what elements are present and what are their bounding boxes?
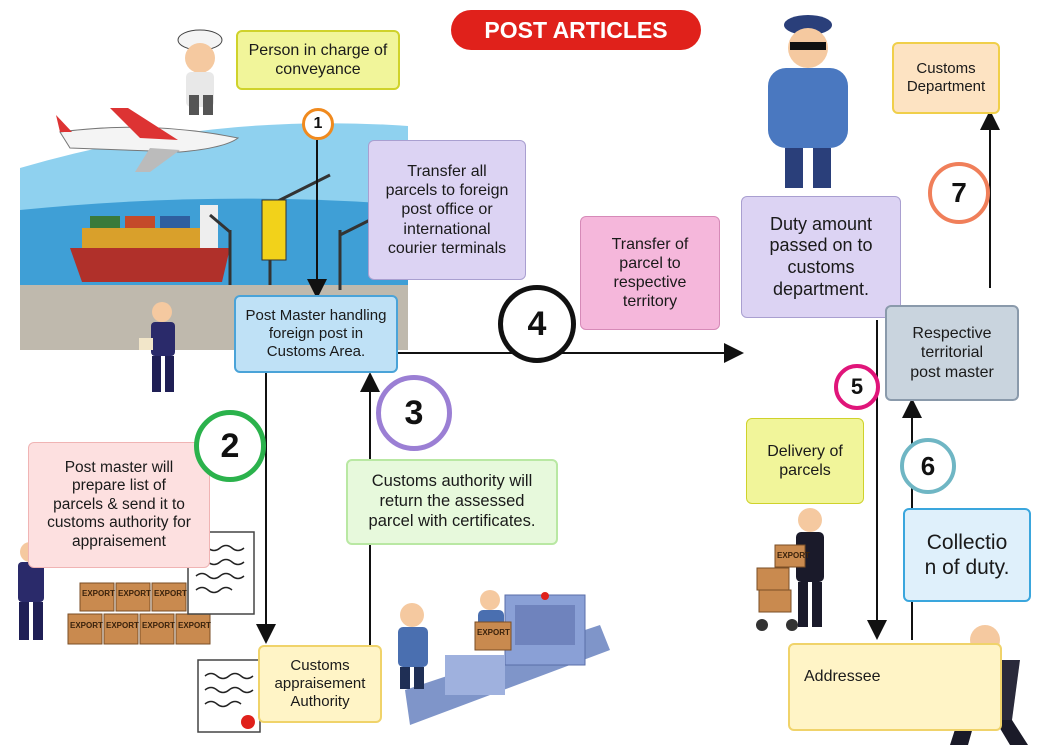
- customs-return-box: Customs authority will return the assess…: [346, 459, 558, 545]
- page-title-text: POST ARTICLES: [484, 16, 668, 43]
- postman-illustration: [139, 302, 175, 392]
- export-label: EXPORT: [154, 589, 187, 598]
- territorial-post-master-label: Respective territorial post master: [910, 325, 994, 381]
- page-title: POST ARTICLES: [451, 10, 701, 50]
- customs-department-box: Customs Department: [892, 42, 1000, 114]
- export-label: EXPORT: [82, 589, 115, 598]
- transfer-parcels-box: Transfer all parcels to foreign post off…: [368, 140, 526, 280]
- pilot-illustration: [177, 29, 223, 115]
- transfer-parcels-label: Transfer all parcels to foreign post off…: [385, 163, 509, 257]
- addressee-label: Addressee: [804, 668, 881, 685]
- export-label: EXPORT: [142, 621, 175, 630]
- cargo-ship-illustration: [70, 205, 230, 282]
- transfer-territory-box: Transfer of parcel to respective territo…: [580, 216, 720, 330]
- duty-amount-label: Duty amount passed on to customs departm…: [769, 213, 873, 299]
- delivery-parcels-label: Delivery of parcels: [767, 442, 843, 479]
- step-1-number: 1: [313, 115, 323, 132]
- step-3-badge: 3: [376, 375, 452, 451]
- airplane-illustration: [56, 108, 240, 172]
- step-6-number: 6: [920, 450, 936, 481]
- territorial-post-master-box: Respective territorial post master: [885, 305, 1019, 401]
- customs-return-label: Customs authority will return the assess…: [368, 472, 536, 530]
- delivery-parcels-box: Delivery of parcels: [746, 418, 864, 504]
- certificate-document-icon: [187, 531, 255, 615]
- customs-appraisement-box: Customs appraisement Authority: [258, 645, 382, 723]
- person-in-charge-label: Person in charge of conveyance: [248, 41, 388, 78]
- police-officer-illustration: [768, 15, 848, 188]
- customs-officers-illustration: [398, 590, 512, 689]
- export-label: EXPORT: [178, 621, 211, 630]
- step-4-number: 4: [527, 304, 547, 343]
- step-7-number: 7: [951, 177, 967, 208]
- export-label: EXPORT: [118, 589, 151, 598]
- step-3-number: 3: [404, 393, 424, 432]
- step-2-number: 2: [220, 426, 240, 465]
- step-5-badge: 5: [834, 364, 880, 410]
- collection-duty-label: Collectio n of duty.: [924, 530, 1010, 579]
- step-2-badge: 2: [194, 410, 266, 482]
- addressee-box: Addressee: [788, 643, 1002, 731]
- sealed-document-icon: [197, 659, 261, 733]
- transfer-territory-label: Transfer of parcel to respective territo…: [611, 235, 689, 311]
- export-crates-illustration: [67, 582, 211, 645]
- xray-scanner-illustration: [405, 592, 610, 725]
- delivery-man-illustration: [756, 508, 824, 631]
- step-7-badge: 7: [928, 162, 990, 224]
- duty-amount-box: Duty amount passed on to customs departm…: [741, 196, 901, 318]
- export-label: EXPORT: [477, 628, 510, 637]
- export-label: EXPORT: [70, 621, 103, 630]
- step-1-badge: 1: [302, 108, 334, 140]
- step-4-badge: 4: [498, 285, 576, 363]
- collection-duty-box: Collectio n of duty.: [903, 508, 1031, 602]
- customs-department-label: Customs Department: [906, 60, 986, 95]
- export-label: EXPORT: [106, 621, 139, 630]
- export-label: EXPORT: [777, 551, 810, 560]
- step-5-number: 5: [850, 374, 864, 399]
- post-master-list-box: Post master will prepare list of parcels…: [28, 442, 210, 568]
- post-master-foreign-label: Post Master handling foreign post in Cus…: [245, 307, 387, 360]
- person-in-charge-box: Person in charge of conveyance: [236, 30, 400, 90]
- customs-appraisement-label: Customs appraisement Authority: [274, 657, 366, 710]
- post-master-foreign-box: Post Master handling foreign post in Cus…: [234, 295, 398, 373]
- step-6-badge: 6: [900, 438, 956, 494]
- post-master-list-label: Post master will prepare list of parcels…: [47, 458, 191, 550]
